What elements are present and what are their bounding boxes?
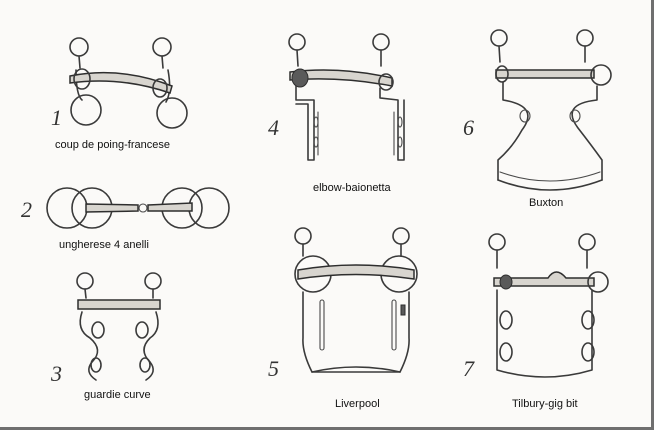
bit-5-number: 5 [268,356,279,381]
bit-2-caption: ungherese 4 anelli [59,239,149,251]
bit-6-caption: Buxton [529,197,564,209]
bit-1-number: 1 [51,105,62,130]
bit-6-number: 6 [463,115,474,140]
bit-1-drawing [69,37,188,129]
bit-2-number: 2 [21,197,32,222]
bit-7-drawing [488,233,609,378]
bit-6-drawing [490,29,612,191]
bit-3-number: 3 [51,361,62,386]
bit-1-caption: coup de poing-francese [55,139,170,151]
bit-3-caption: guardie curve [84,389,151,401]
bit-5-drawing [294,227,418,373]
bit-3-drawing [76,272,162,381]
bit-4-caption: elbow-baionetta [313,182,391,194]
bit-7-caption: Tilbury-gig bit [512,398,578,410]
bit-2-drawing [46,187,230,229]
bit-4-number: 4 [268,115,279,140]
bit-4-drawing [288,33,405,161]
bit-7-number: 7 [463,356,474,381]
bit-5-caption: Liverpool [335,398,380,410]
